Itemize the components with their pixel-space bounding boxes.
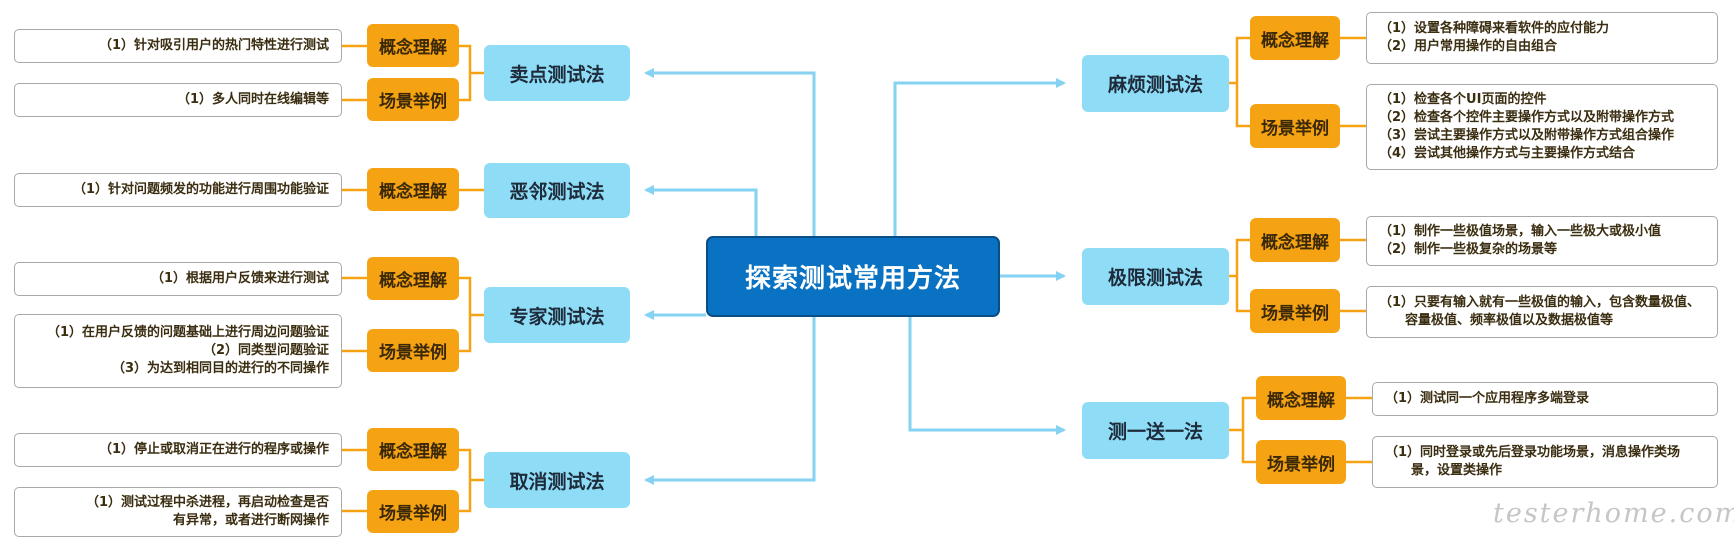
selling-point-scenario-note: （1）多人同时在线编辑等 — [14, 83, 342, 117]
method-selling-point[interactable]: 卖点测试法 — [484, 45, 630, 101]
note-line: （2）制作一些极复杂的场景等 — [1379, 242, 1558, 257]
tag-label: 场景举例 — [1261, 303, 1329, 324]
note-line: （1）检查各个UI页面的控件 — [1379, 92, 1547, 107]
note-line: （2）同类型问题验证 — [202, 343, 329, 358]
tag-label: 概念理解 — [379, 442, 447, 462]
tag-label: 概念理解 — [379, 38, 447, 58]
tag-label: 概念理解 — [1261, 30, 1329, 51]
selling-point-concept-tag[interactable]: 概念理解 — [367, 24, 459, 67]
test-one-get-one-concept-tag[interactable]: 概念理解 — [1256, 376, 1346, 420]
cancel-scenario-note: （1）测试过程中杀进程，再启动检查是否 有异常，或者进行断网操作 — [14, 487, 342, 537]
method-label: 测一送一法 — [1107, 421, 1203, 443]
note-line: （4）尝试其他操作方式与主要操作方式结合 — [1379, 146, 1636, 161]
link-selling-point — [644, 68, 816, 236]
note-line: （3）为达到相同目的进行的不同操作 — [111, 361, 329, 376]
note-line: （1）停止或取消正在进行的程序或操作 — [98, 442, 329, 457]
expert-scenario-tag[interactable]: 场景举例 — [367, 329, 459, 372]
limit-concept-tag[interactable]: 概念理解 — [1250, 218, 1340, 262]
tag-label: 场景举例 — [1261, 118, 1329, 139]
note-line: （1）多人同时在线编辑等 — [176, 92, 329, 107]
trouble-concept-note: （1）设置各种障碍来看软件的应付能力 （2）用户常用操作的自由组合 — [1366, 12, 1718, 64]
trouble-scenario-tag[interactable]: 场景举例 — [1250, 104, 1340, 148]
method-test-one-get-one[interactable]: 测一送一法 — [1082, 402, 1229, 459]
test-one-get-one-concept-note: （1）测试同一个应用程序多端登录 — [1372, 382, 1718, 416]
method-label: 卖点测试法 — [509, 63, 605, 86]
note-line: （1）在用户反馈的问题基础上进行周边问题验证 — [46, 325, 329, 340]
method-label: 取消测试法 — [509, 470, 605, 493]
tag-label: 场景举例 — [379, 504, 447, 524]
note-line: （1）只要有输入就有一些极值的输入，包含数量极值、容量极值、频率极值以及数据极值… — [1379, 295, 1701, 328]
note-line: （1）测试同一个应用程序多端登录 — [1385, 391, 1590, 406]
tag-label: 概念理解 — [379, 271, 447, 291]
tag-label: 场景举例 — [1267, 454, 1335, 475]
expert-concept-tag[interactable]: 概念理解 — [367, 257, 459, 300]
tag-label: 场景举例 — [379, 343, 447, 363]
expert-scenario-note: （1）在用户反馈的问题基础上进行周边问题验证 （2）同类型问题验证 （3）为达到… — [14, 314, 342, 388]
selling-point-concept-note: （1）针对吸引用户的热门特性进行测试 — [14, 29, 342, 63]
limit-scenario-tag[interactable]: 场景举例 — [1250, 289, 1340, 333]
tag-label: 概念理解 — [379, 182, 447, 202]
link-cancel — [644, 317, 816, 485]
note-line: （1）设置各种障碍来看软件的应付能力 — [1379, 21, 1610, 36]
tag-label: 概念理解 — [1261, 232, 1329, 253]
tag-label: 场景举例 — [379, 92, 447, 112]
test-one-get-one-scenario-tag[interactable]: 场景举例 — [1256, 440, 1346, 484]
method-label: 恶邻测试法 — [509, 181, 605, 203]
link-bad-neighbor — [644, 185, 758, 236]
limit-concept-note: （1）制作一些极值场景，输入一些极大或极小值 （2）制作一些极复杂的场景等 — [1366, 216, 1718, 266]
root-topic-label: 探索测试常用方法 — [744, 264, 961, 294]
tag-label: 概念理解 — [1267, 390, 1335, 411]
note-line: （1）针对问题频发的功能进行周围功能验证 — [72, 182, 329, 197]
root-topic[interactable]: 探索测试常用方法 — [706, 236, 1000, 317]
method-expert[interactable]: 专家测试法 — [484, 287, 630, 343]
bad-neighbor-concept-tag[interactable]: 概念理解 — [367, 168, 459, 211]
note-line: （2）检查各个控件主要操作方式以及附带操作方式 — [1379, 110, 1675, 125]
note-line: （1）同时登录或先后登录功能场景，消息操作类场景，设置类操作 — [1385, 445, 1681, 478]
link-test-one-get-one — [908, 317, 1066, 435]
note-line: 有异常，或者进行断网操作 — [172, 513, 329, 528]
method-bad-neighbor[interactable]: 恶邻测试法 — [484, 163, 630, 218]
method-cancel[interactable]: 取消测试法 — [484, 452, 630, 508]
limit-scenario-note: （1）只要有输入就有一些极值的输入，包含数量极值、容量极值、频率极值以及数据极值… — [1366, 286, 1718, 338]
note-line: （1）测试过程中杀进程，再启动检查是否 — [85, 495, 329, 510]
method-label: 极限测试法 — [1107, 267, 1203, 289]
link-trouble — [893, 78, 1066, 236]
note-line: （1）针对吸引用户的热门特性进行测试 — [98, 38, 329, 53]
method-label: 专家测试法 — [509, 305, 605, 328]
bad-neighbor-concept-note: （1）针对问题频发的功能进行周围功能验证 — [14, 173, 342, 207]
method-limit[interactable]: 极限测试法 — [1082, 248, 1229, 305]
selling-point-scenario-tag[interactable]: 场景举例 — [367, 78, 459, 121]
method-trouble[interactable]: 麻烦测试法 — [1082, 55, 1229, 112]
cancel-concept-note: （1）停止或取消正在进行的程序或操作 — [14, 433, 342, 467]
cancel-concept-tag[interactable]: 概念理解 — [367, 428, 459, 471]
expert-concept-note: （1）根据用户反馈来进行测试 — [14, 262, 342, 296]
note-line: （3）尝试主要操作方式以及附带操作方式组合操作 — [1379, 128, 1675, 143]
cancel-scenario-tag[interactable]: 场景举例 — [367, 490, 459, 533]
watermark-text: testerhome.com — [1493, 498, 1734, 529]
note-line: （1）根据用户反馈来进行测试 — [150, 271, 329, 286]
note-line: （2）用户常用操作的自由组合 — [1379, 39, 1558, 54]
trouble-scenario-note: （1）检查各个UI页面的控件 （2）检查各个控件主要操作方式以及附带操作方式 （… — [1366, 84, 1718, 170]
method-label: 麻烦测试法 — [1107, 74, 1203, 96]
test-one-get-one-scenario-note: （1）同时登录或先后登录功能场景，消息操作类场景，设置类操作 — [1372, 436, 1718, 488]
note-line: （1）制作一些极值场景，输入一些极大或极小值 — [1379, 224, 1662, 239]
trouble-concept-tag[interactable]: 概念理解 — [1250, 16, 1340, 60]
